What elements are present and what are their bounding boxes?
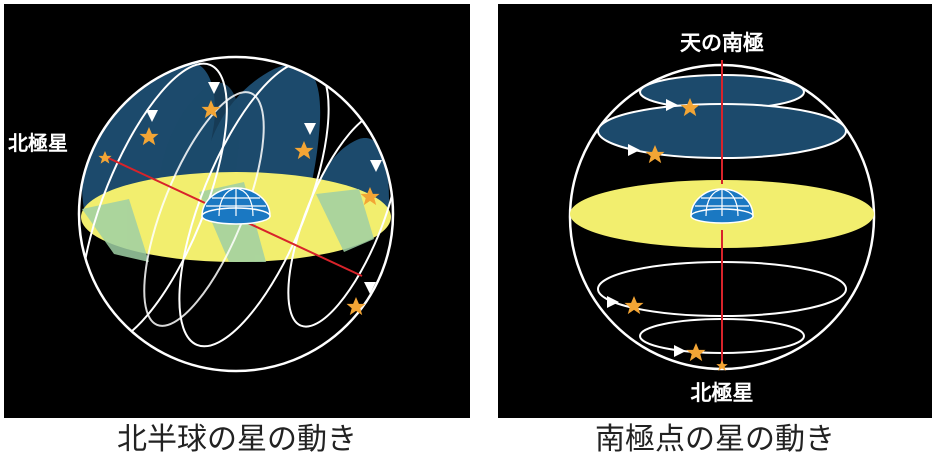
south-pole-panel: 天の南極 北極星: [498, 4, 932, 418]
arrow-icon: [607, 296, 619, 308]
south-celestial-pole-label: 天の南極: [680, 31, 764, 55]
northern-hemisphere-caption: 北半球の星の動き: [117, 422, 357, 457]
earth-dome-icon: [201, 187, 271, 225]
polaris-star-icon: [98, 151, 112, 164]
star-icon: [686, 343, 706, 362]
earth-dome-icon: [690, 188, 754, 224]
polaris-label: 北極星: [691, 381, 754, 405]
south-pole-diagram: 天の南極 北極星: [568, 31, 876, 405]
star-icon: [624, 296, 644, 315]
arrow-icon: [674, 345, 686, 357]
northern-hemisphere-panel: 北極星: [4, 4, 470, 418]
south-pole-caption: 南極点の星の動き: [595, 422, 835, 457]
polaris-label: 北極星: [8, 131, 68, 155]
star-icon: [346, 297, 366, 316]
polaris-star-icon: [716, 360, 728, 371]
northern-hemisphere-diagram: 北極星: [8, 55, 395, 373]
celestial-sphere: [77, 55, 395, 373]
